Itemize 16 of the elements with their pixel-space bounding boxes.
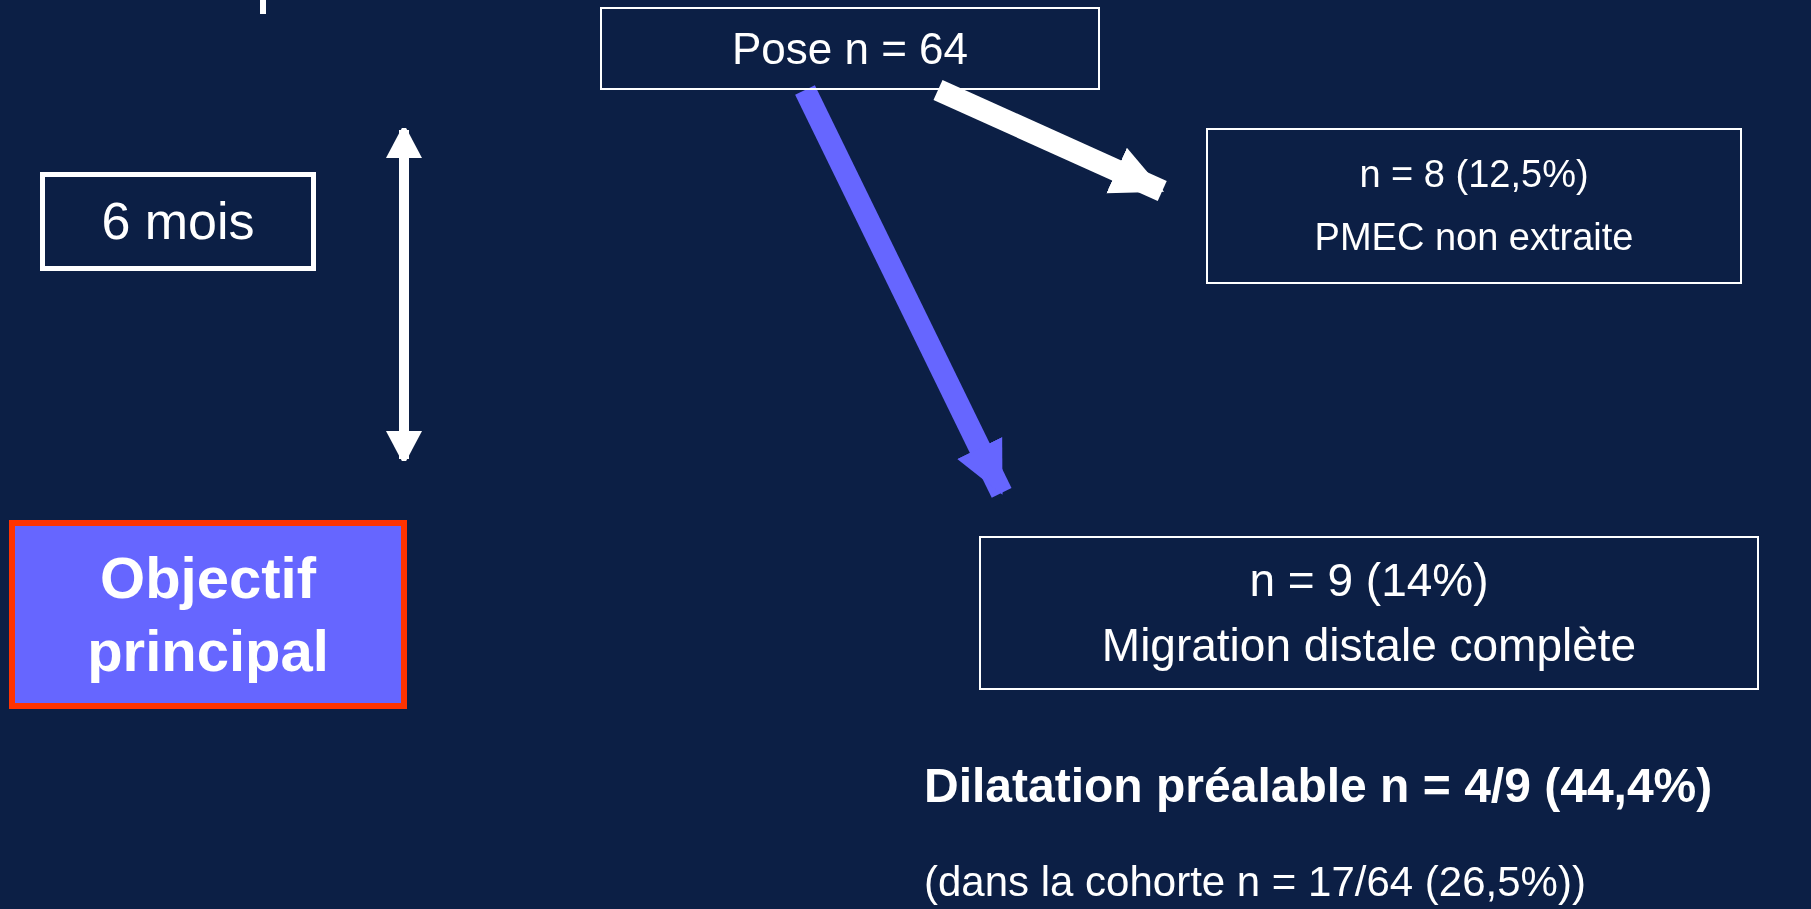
box-text: Pose n = 64 (731, 23, 969, 75)
arrow (933, 79, 1167, 201)
cohort-note: (dans la cohorte n = 17/64 (26,5%)) (924, 858, 1586, 906)
box-text: PMEC non extraite (1314, 215, 1634, 260)
highlight-box (9, 520, 407, 709)
box-text: 6 mois (101, 191, 255, 252)
text-box (600, 7, 1100, 90)
text-box (1206, 128, 1742, 284)
arrow (795, 85, 1012, 498)
box-text: n = 9 (14%) (1249, 552, 1489, 608)
box-text: Objectif principal (86, 544, 330, 685)
box-text: n = 8 (12,5%) (1359, 151, 1589, 197)
text-box (979, 536, 1759, 690)
text-box (40, 172, 316, 271)
box-text: Migration distale complète (1101, 618, 1637, 673)
result-note: Dilatation préalable n = 4/9 (44,4%) (924, 758, 1713, 813)
